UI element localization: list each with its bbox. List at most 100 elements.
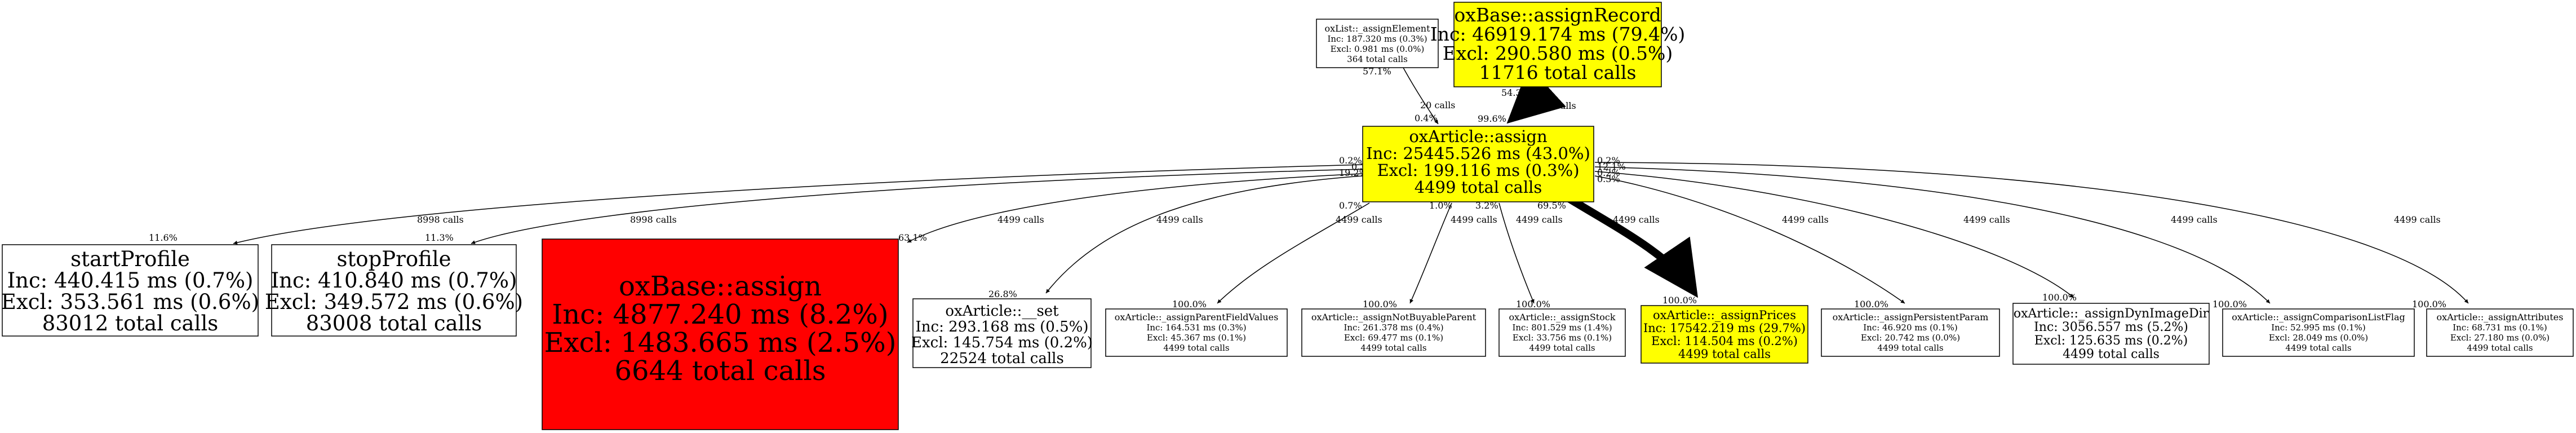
edge-line	[1567, 195, 1699, 298]
node-name: oxArticle::_assignParentFieldValues	[1115, 312, 1279, 322]
node-calls: 364 total calls	[1347, 54, 1408, 64]
edge-src-pct: 0.2%	[1339, 155, 1362, 166]
edge-dst-pct: 0.4%	[1415, 113, 1438, 123]
edge-dst-pct: 11.6%	[149, 232, 178, 243]
node-box	[912, 298, 1092, 368]
edge-dst-pct: 100.0%	[1662, 295, 1697, 306]
edge-src-pct: 0.3%	[1597, 174, 1620, 184]
node-calls: 4499 total calls	[2467, 343, 2533, 353]
edge-calls-label: 20 calls	[1420, 100, 1455, 111]
node-excl: Excl: 33.756 ms (0.1%)	[1513, 333, 1612, 343]
edge-src-pct: 19.2%	[1339, 167, 1368, 178]
edge-line	[1594, 171, 2074, 298]
node-excl: Excl: 349.572 ms (0.6%)	[265, 290, 523, 314]
node-oxlist-assignelement[interactable]: oxList::_assignElement Inc: 187.320 ms (…	[1316, 19, 1439, 68]
node-assign-parent-field-values[interactable]: oxArticle::_assignParentFieldValues Inc:…	[1105, 308, 1288, 357]
node-inc: Inc: 17542.219 ms (29.7%)	[1643, 321, 1806, 335]
node-excl: Excl: 28.049 ms (0.0%)	[2269, 333, 2368, 343]
edge-calls-label: 4499 calls	[1963, 214, 2010, 225]
node-box	[1641, 305, 1808, 364]
edge-calls-label: 4499 calls	[997, 214, 1044, 225]
edge-src-pct: 0.2%	[1597, 167, 1620, 178]
node-calls: 4499 total calls	[1415, 178, 1542, 197]
node-box	[1821, 308, 2000, 357]
node-base-assignrecord[interactable]: oxBase::assignRecord Inc: 46919.174 ms (…	[1430, 2, 1686, 87]
node-excl: Excl: 1483.665 ms (2.5%)	[544, 327, 897, 359]
edge-src-pct: 57.1%	[1363, 66, 1391, 77]
node-calls: 83012 total calls	[42, 311, 219, 335]
node-excl: Excl: 20.742 ms (0.0%)	[1861, 333, 1960, 343]
node-name: oxArticle::_assignNotBuyableParent	[1311, 312, 1477, 322]
node-inc: Inc: 164.531 ms (0.3%)	[1146, 322, 1246, 333]
node-inc: Inc: 3056.557 ms (5.2%)	[2034, 320, 2188, 334]
edge-line	[1217, 202, 1370, 304]
edge-dst-pct: 26.8%	[988, 289, 1017, 299]
edge-line	[233, 164, 1363, 245]
edge-to-startprofile: 0.2% 8998 calls 11.6%	[149, 155, 1363, 245]
node-excl: Excl: 145.754 ms (0.2%)	[911, 334, 1093, 351]
node-assign-prices[interactable]: oxArticle::_assignPrices Inc: 17542.219 …	[1641, 305, 1808, 364]
node-inc: Inc: 52.995 ms (0.1%)	[2271, 322, 2366, 333]
edge-line	[471, 169, 1363, 244]
edge-record-to-assign: 54.3% 4479 calls 99.6%	[1478, 65, 1576, 124]
edge-dst-pct: 63.1%	[898, 232, 927, 243]
node-name: oxArticle::__set	[945, 303, 1059, 320]
node-excl: Excl: 114.504 ms (0.2%)	[1651, 334, 1798, 348]
node-name: oxArticle::_assignAttributes	[2437, 312, 2564, 322]
node-excl: Excl: 199.116 ms (0.3%)	[1377, 161, 1579, 180]
node-article-assign[interactable]: oxArticle::assign Inc: 25445.526 ms (43.…	[1362, 126, 1594, 202]
edge-dst-pct: 100.0%	[2412, 299, 2446, 310]
node-excl: Excl: 27.180 ms (0.0%)	[2450, 333, 2550, 343]
edge-to-parentfield: 0.7% 4499 calls 100.0%	[1172, 200, 1382, 310]
node-base-assign[interactable]: oxBase::assign Inc: 4877.240 ms (8.2%) E…	[542, 238, 899, 430]
node-name: startProfile	[70, 247, 190, 271]
node-calls: 11716 total calls	[1479, 61, 1637, 83]
edge-line	[1594, 166, 2271, 304]
node-calls: 4499 total calls	[1678, 347, 1771, 361]
node-assign-attributes[interactable]: oxArticle::_assignAttributes Inc: 68.731…	[2426, 308, 2574, 357]
edge-line	[1403, 67, 1439, 125]
node-assign-not-buyable-parent[interactable]: oxArticle::_assignNotBuyableParent Inc: …	[1301, 308, 1486, 357]
node-inc: Inc: 293.168 ms (0.5%)	[916, 319, 1089, 335]
node-name: oxArticle::_assignStock	[1509, 312, 1615, 322]
edge-dst-pct: 100.0%	[1854, 299, 1888, 310]
node-calls: 22524 total calls	[940, 350, 1064, 367]
node-assign-comparison-list-flag[interactable]: oxArticle::_assignComparisonListFlag Inc…	[2222, 308, 2415, 357]
node-article-set[interactable]: oxArticle::__set Inc: 293.168 ms (0.5%) …	[911, 298, 1093, 368]
edge-src-pct: 0.2%	[1597, 155, 1620, 166]
node-inc: Inc: 4877.240 ms (8.2%)	[552, 299, 888, 330]
node-name: oxBase::assign	[619, 271, 822, 302]
node-assign-persistent-param[interactable]: oxArticle::_assignPersistentParam Inc: 4…	[1821, 308, 2000, 357]
edge-src-pct: 3.2%	[1475, 200, 1498, 211]
edge-to-attributes: 0.3% 4499 calls 100.0%	[1594, 162, 2469, 310]
node-assign-dyn-image-dir[interactable]: oxArticle::_assignDynImageDir Inc: 3056.…	[2012, 303, 2210, 365]
node-name: oxArticle::_assignPersistentParam	[1833, 312, 1989, 322]
node-excl: Excl: 0.981 ms (0.0%)	[1331, 44, 1425, 54]
edge-to-baseassign: 19.2% 4499 calls 63.1%	[898, 167, 1368, 243]
edge-line	[1594, 162, 2469, 304]
node-inc: Inc: 440.415 ms (0.7%)	[7, 268, 254, 293]
edge-to-notbuyable: 1.0% 4499 calls 100.0%	[1363, 200, 1497, 310]
node-excl: Excl: 290.580 ms (0.5%)	[1443, 42, 1673, 64]
node-name: oxArticle::_assignPrices	[1653, 308, 1796, 322]
edge-line	[1498, 202, 1535, 304]
edge-line	[1594, 175, 1905, 304]
edge-calls-label: 4499 calls	[1782, 214, 1829, 225]
edge-calls-label: 8998 calls	[417, 214, 464, 225]
node-stopprofile[interactable]: stopProfile Inc: 410.840 ms (0.7%) Excl:…	[265, 244, 523, 337]
node-excl: Excl: 125.635 ms (0.2%)	[2034, 334, 2188, 348]
node-excl: Excl: 45.367 ms (0.1%)	[1147, 333, 1246, 343]
node-inc: Inc: 68.731 ms (0.1%)	[2453, 322, 2547, 333]
node-calls: 4499 total calls	[1163, 343, 1229, 353]
node-inc: Inc: 46919.174 ms (79.4%)	[1430, 23, 1686, 45]
edge-calls-label: 4499 calls	[1451, 214, 1497, 225]
node-startprofile[interactable]: startProfile Inc: 440.415 ms (0.7%) Excl…	[1, 244, 259, 337]
node-box	[1498, 308, 1626, 357]
edge-calls-label: 4499 calls	[1156, 214, 1203, 225]
node-inc: Inc: 261.378 ms (0.4%)	[1344, 322, 1443, 333]
node-assign-stock[interactable]: oxArticle::_assignStock Inc: 801.529 ms …	[1498, 308, 1626, 357]
node-box	[1316, 19, 1439, 68]
node-calls: 83008 total calls	[306, 311, 482, 335]
